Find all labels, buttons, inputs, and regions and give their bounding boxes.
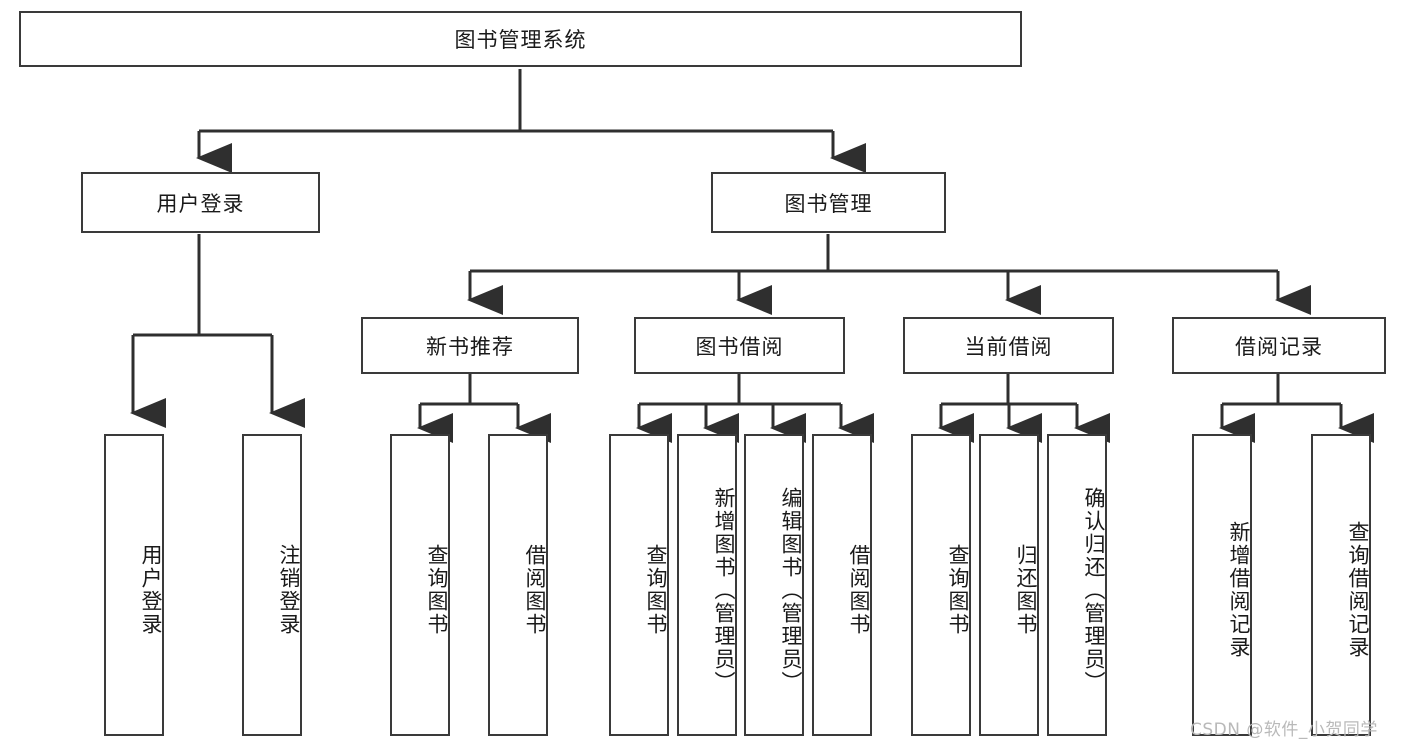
node-label: 注销登录: [277, 544, 301, 636]
node-label: 用户登录: [139, 544, 163, 636]
node-borrow-record[interactable]: 借阅记录: [1172, 317, 1386, 374]
node-label: 查询图书: [425, 544, 449, 636]
node-new-book-recommend[interactable]: 新书推荐: [361, 317, 579, 374]
leaf-record-add-record[interactable]: 新增借阅记录: [1192, 434, 1252, 736]
node-label: 借阅记录: [1235, 334, 1323, 359]
node-label: 新增借阅记录: [1227, 521, 1251, 659]
node-label: 查询图书: [644, 544, 668, 636]
node-label: 归还图书: [1014, 544, 1038, 636]
node-label: 图书管理: [784, 191, 873, 216]
node-label: 图书借阅: [695, 334, 784, 359]
node-user-login[interactable]: 用户登录: [81, 172, 320, 233]
node-label: 编辑图书（管理员）: [779, 486, 803, 694]
leaf-user-login-signout[interactable]: 注销登录: [242, 434, 302, 736]
node-label: 当前借阅: [964, 334, 1053, 359]
node-label: 查询借阅记录: [1346, 521, 1370, 659]
node-label: 借阅图书: [847, 544, 871, 636]
node-label: 借阅图书: [523, 544, 547, 636]
leaf-current-return-book[interactable]: 归还图书: [979, 434, 1039, 736]
node-label: 确认归还（管理员）: [1082, 486, 1106, 694]
leaf-recommend-query-book[interactable]: 查询图书: [390, 434, 450, 736]
node-label: 新增图书（管理员）: [712, 486, 736, 694]
node-root-system[interactable]: 图书管理系统: [19, 11, 1022, 67]
leaf-current-confirm-return-admin[interactable]: 确认归还（管理员）: [1047, 434, 1107, 736]
node-label: 新书推荐: [426, 334, 514, 359]
node-current-borrow[interactable]: 当前借阅: [903, 317, 1114, 374]
node-label: 查询图书: [946, 544, 970, 636]
csdn-watermark: CSDN @软件_小贺同学: [1190, 720, 1378, 740]
leaf-current-query-book[interactable]: 查询图书: [911, 434, 971, 736]
leaf-record-query-record[interactable]: 查询借阅记录: [1311, 434, 1371, 736]
leaf-recommend-borrow-book[interactable]: 借阅图书: [488, 434, 548, 736]
node-book-management[interactable]: 图书管理: [711, 172, 946, 233]
leaf-borrow-borrow-book[interactable]: 借阅图书: [812, 434, 872, 736]
leaf-borrow-add-book-admin[interactable]: 新增图书（管理员）: [677, 434, 737, 736]
node-label: 用户登录: [156, 191, 245, 216]
leaf-user-login-signin[interactable]: 用户登录: [104, 434, 164, 736]
leaf-borrow-edit-book-admin[interactable]: 编辑图书（管理员）: [744, 434, 804, 736]
node-label: 图书管理系统: [454, 28, 587, 52]
node-book-borrow[interactable]: 图书借阅: [634, 317, 845, 374]
leaf-borrow-query-book[interactable]: 查询图书: [609, 434, 669, 736]
